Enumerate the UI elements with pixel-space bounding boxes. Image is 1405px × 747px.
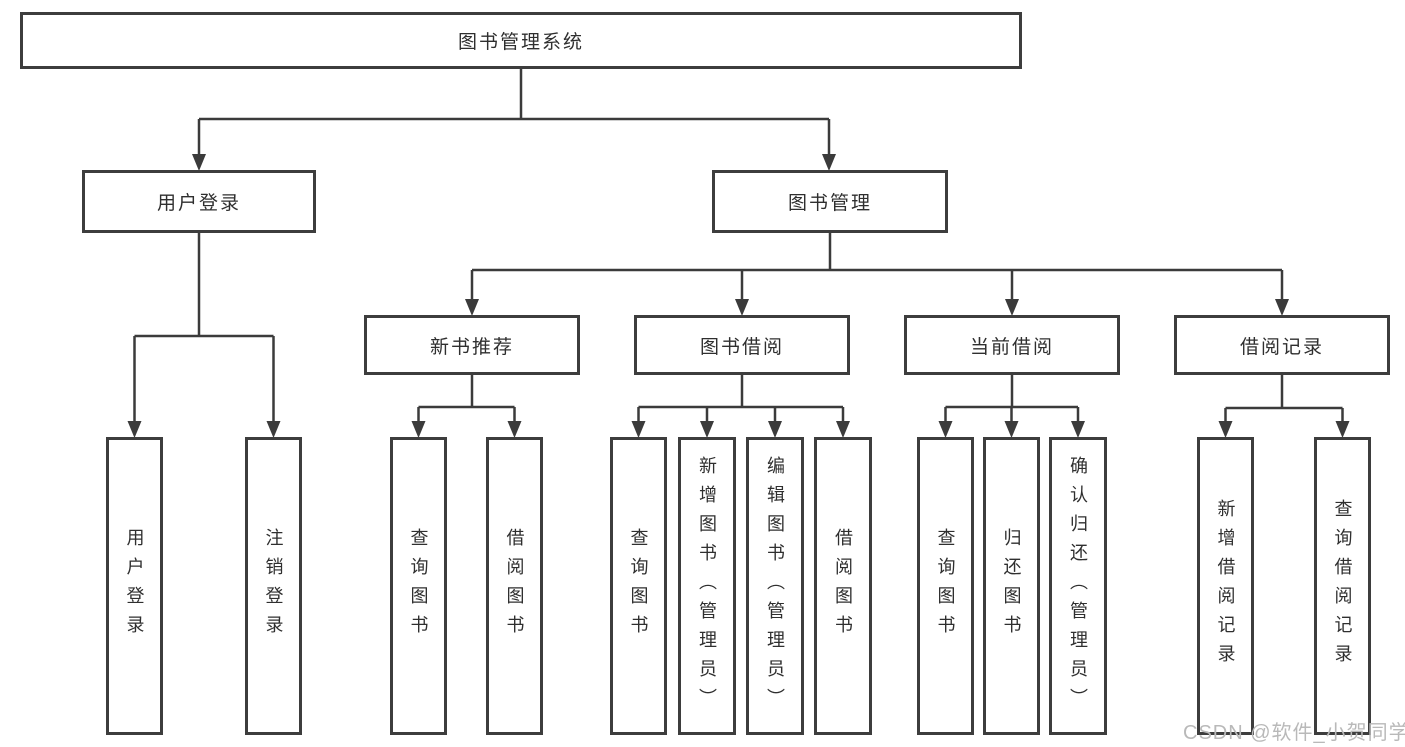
leaf-add-borrow-record: 新增借阅记录 xyxy=(1197,437,1254,735)
leaf-query-book-2: 查询图书 xyxy=(610,437,667,735)
connector-path xyxy=(133,69,1344,424)
leaf-user-login-label: 用户登录 xyxy=(124,528,145,644)
node-book-management-label: 图书管理 xyxy=(787,193,872,214)
node-borrowing-records-label: 借阅记录 xyxy=(1239,336,1324,358)
leaf-logout-label: 注销登录 xyxy=(263,528,284,644)
node-user-login-label: 用户登录 xyxy=(156,193,241,214)
node-root-system: 图书管理系统 xyxy=(20,12,1022,69)
node-user-login: 用户登录 xyxy=(82,170,316,233)
leaf-query-book-3: 查询图书 xyxy=(917,437,974,735)
leaf-query-book-3-label: 查询图书 xyxy=(935,528,956,644)
leaf-borrow-book-1-label: 借阅图书 xyxy=(504,528,525,644)
leaf-add-book-admin-label: 新增图书（管理员） xyxy=(697,455,717,717)
leaf-borrow-book-2: 借阅图书 xyxy=(814,437,872,735)
node-current-borrowing-label: 当前借阅 xyxy=(969,336,1054,358)
leaf-query-book-1-label: 查询图书 xyxy=(408,528,429,644)
leaf-query-book-2-label: 查询图书 xyxy=(628,528,649,644)
node-book-management: 图书管理 xyxy=(712,170,948,233)
leaf-logout: 注销登录 xyxy=(245,437,302,735)
node-borrowing-records: 借阅记录 xyxy=(1174,315,1390,375)
leaf-confirm-return-admin: 确认归还（管理员） xyxy=(1049,437,1107,735)
leaf-add-borrow-record-label: 新增借阅记录 xyxy=(1215,499,1236,673)
leaf-edit-book-admin: 编辑图书（管理员） xyxy=(746,437,804,735)
node-current-borrowing: 当前借阅 xyxy=(904,315,1120,375)
leaf-confirm-return-admin-label: 确认归还（管理员） xyxy=(1068,455,1088,717)
leaf-query-book-1: 查询图书 xyxy=(390,437,447,735)
leaf-return-book-label: 归还图书 xyxy=(1001,528,1022,644)
node-root-label: 图书管理系统 xyxy=(457,32,584,53)
node-new-book-recommend: 新书推荐 xyxy=(364,315,580,375)
leaf-borrow-book-2-label: 借阅图书 xyxy=(833,528,853,644)
leaf-query-borrow-record-label: 查询借阅记录 xyxy=(1332,499,1353,673)
csdn-watermark: CSDN @软件_小贺同学 xyxy=(1183,722,1405,744)
leaf-add-book-admin: 新增图书（管理员） xyxy=(678,437,736,735)
node-book-borrowing-label: 图书借阅 xyxy=(699,336,784,358)
leaf-edit-book-admin-label: 编辑图书（管理员） xyxy=(765,455,785,717)
leaf-query-borrow-record: 查询借阅记录 xyxy=(1314,437,1371,735)
leaf-return-book: 归还图书 xyxy=(983,437,1040,735)
node-book-borrowing: 图书借阅 xyxy=(634,315,850,375)
node-new-book-recommend-label: 新书推荐 xyxy=(429,336,514,358)
leaf-user-login: 用户登录 xyxy=(106,437,163,735)
leaf-borrow-book-1: 借阅图书 xyxy=(486,437,543,735)
